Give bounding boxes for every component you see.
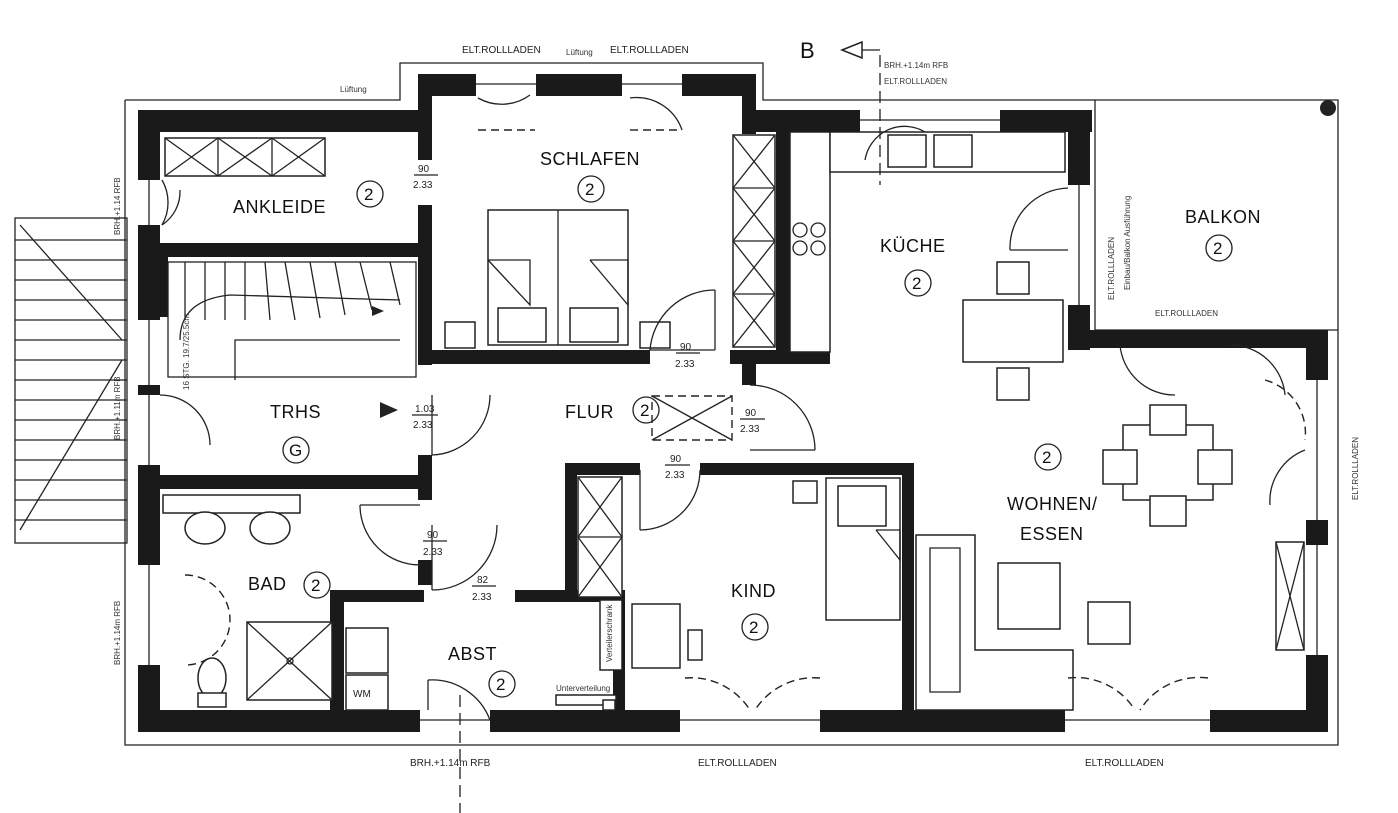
flur-dashed-rect xyxy=(651,395,733,441)
dim-flur-low-top: 90 xyxy=(670,454,682,465)
badge-kind: 2 xyxy=(749,618,758,637)
room-labels: ANKLEIDE SCHLAFEN KÜCHE BALKON TRHS FLUR… xyxy=(233,149,1261,700)
double-bed xyxy=(444,209,671,349)
room-balkon: BALKON xyxy=(1185,207,1261,227)
dim-schlafen-bottom: 2.33 xyxy=(675,359,695,370)
dining-table xyxy=(1102,404,1233,527)
note-left-brh-mid: BRH.+1.11m RFB xyxy=(113,376,122,440)
dim-bad-top: 90 xyxy=(427,530,439,541)
balkon-post xyxy=(1320,100,1336,116)
note-balkon-vertical: ELT.ROLLLADEN xyxy=(1107,237,1116,300)
note-stair: 16 STG. 19.7/25.5cm xyxy=(182,314,191,390)
note-left-brh-bad: BRH.+1.14m RFB xyxy=(113,601,122,665)
section-line-b xyxy=(459,40,881,813)
window-glazing xyxy=(148,83,1318,721)
wardrobe-schlafen xyxy=(732,134,776,348)
badge-wohnen: 2 xyxy=(1042,448,1051,467)
dim-flur-low-bottom: 2.33 xyxy=(665,470,685,481)
room-badges: 2 2 2 2 G 2 2 2 2 2 xyxy=(282,175,1233,698)
note-lueftung-top: Lüftung xyxy=(340,85,367,94)
outer-outline xyxy=(124,62,1339,746)
kind-furniture xyxy=(577,476,901,669)
dim-flur-right-bottom: 2.33 xyxy=(740,424,760,435)
note-bottom-mid-rollladen: ELT.ROLLLADEN xyxy=(698,758,777,769)
note-brh-top: BRH.+1.14m RFB xyxy=(884,61,948,70)
section-b-label: B xyxy=(800,38,815,63)
kitchen-table xyxy=(962,261,1064,401)
room-kueche: KÜCHE xyxy=(880,236,946,256)
door-dimensions: 90 2.33 1.03 2.33 90 2.33 90 2.33 90 2.3… xyxy=(412,164,765,603)
room-kind: KIND xyxy=(731,581,776,601)
room-flur: FLUR xyxy=(565,402,614,422)
note-right-rollladen: ELT.ROLLLADEN xyxy=(1351,437,1360,500)
dim-abst-bottom: 2.33 xyxy=(472,592,492,603)
dim-trhs-top: 1.03 xyxy=(415,404,435,415)
dim-ankleide-top: 90 xyxy=(418,164,430,175)
note-bottom-right-rollladen: ELT.ROLLLADEN xyxy=(1085,758,1164,769)
note-top-left-rollladen: ELT.ROLLLADEN xyxy=(462,45,541,56)
abst-fixtures xyxy=(345,599,623,711)
badge-schlafen: 2 xyxy=(585,180,594,199)
dim-flur-right-top: 90 xyxy=(745,408,757,419)
room-schlafen: SCHLAFEN xyxy=(540,149,640,169)
note-bottom-brh: BRH.+1.14m RFB xyxy=(410,758,491,769)
annotations: ELT.ROLLLADEN Lüftung ELT.ROLLLADEN B BR… xyxy=(113,38,1360,769)
doors xyxy=(159,94,1307,721)
dim-schlafen-top: 90 xyxy=(680,342,692,353)
note-left-brh-top: BRH.+1.14 RFB xyxy=(113,177,122,235)
badge-abst: 2 xyxy=(496,675,505,694)
wm-label: WM xyxy=(353,689,371,700)
note-balkon-rollladen: ELT.ROLLLADEN xyxy=(1155,309,1218,318)
sofa xyxy=(915,534,1305,711)
note-balkon-vertical2: Einbau/Balkon Ausführung xyxy=(1123,196,1132,290)
room-bad: BAD xyxy=(248,574,287,594)
wardrobe-ankleide xyxy=(164,137,326,177)
dim-bad-bottom: 2.33 xyxy=(423,547,443,558)
dim-ankleide-bottom: 2.33 xyxy=(413,180,433,191)
badge-bad: 2 xyxy=(311,576,320,595)
badge-balkon: 2 xyxy=(1213,239,1222,258)
note-rollladen-kueche: ELT.ROLLLADEN xyxy=(884,77,947,86)
bad-fixtures xyxy=(162,494,333,708)
interior-stair xyxy=(167,261,417,380)
badge-ankleide: 2 xyxy=(364,185,373,204)
room-abst: ABST xyxy=(448,644,497,664)
interior-walls xyxy=(160,110,914,713)
note-abst-label2: Unterverteilung xyxy=(556,684,610,693)
badge-flur: 2 xyxy=(640,401,649,420)
room-wohnen-line2: ESSEN xyxy=(1020,524,1084,544)
note-top-right-rollladen: ELT.ROLLLADEN xyxy=(610,45,689,56)
entrance-arrow-icon xyxy=(380,402,398,418)
room-ankleide: ANKLEIDE xyxy=(233,197,326,217)
badge-kueche: 2 xyxy=(912,274,921,293)
room-trhs: TRHS xyxy=(270,402,321,422)
exterior-stair xyxy=(14,217,128,544)
note-abst-vertical: Verteilerschrank xyxy=(605,604,614,662)
kitchen-counter xyxy=(789,131,1066,353)
dim-trhs-bottom: 2.33 xyxy=(413,420,433,431)
room-wohnen-line1: WOHNEN/ xyxy=(1007,494,1098,514)
dim-abst-top: 82 xyxy=(477,575,489,586)
note-top-mid-small: Lüftung xyxy=(566,48,593,57)
badge-trhs: G xyxy=(289,441,302,460)
